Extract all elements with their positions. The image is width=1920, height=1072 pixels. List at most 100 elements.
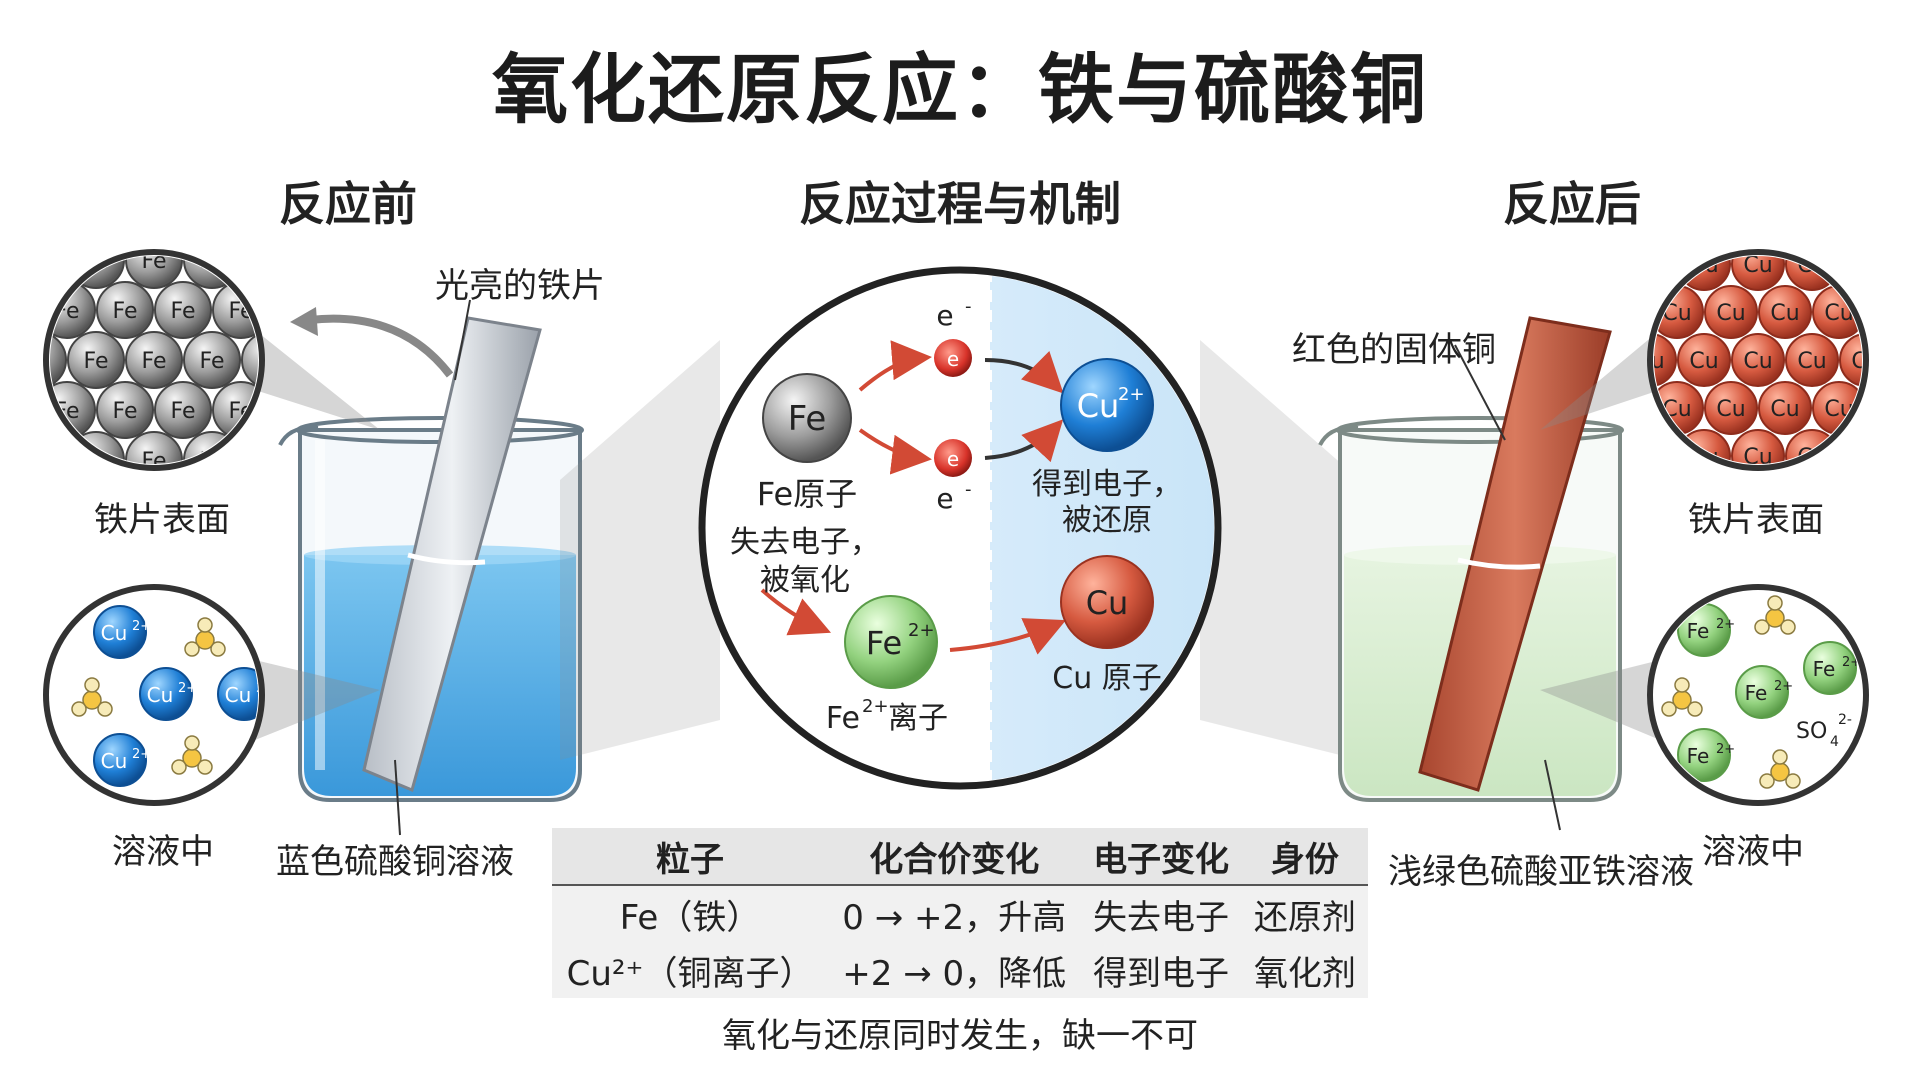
table-cell: Fe（铁） [552,885,829,942]
fe-lattice-atom-label: Fe [0,299,22,324]
cu-lattice-atom [1731,256,1785,291]
fe-lattice-atom [96,381,154,439]
fe-lattice-atom [39,482,95,538]
fe-lattice-atom [125,331,183,389]
iron-strip-label: 光亮的铁片 [435,266,605,306]
cu-lattice-atom [1654,256,1677,291]
cu-lattice-atom [1785,333,1839,387]
table-header: 化合价变化 [828,828,1081,886]
sulfate-subscript: 4 [1830,734,1839,750]
cu-ion-particle-label: Cu [225,683,252,707]
fe-lattice-atom-label: Fe [229,499,254,524]
cu-lattice-atom [1759,190,1811,242]
cu-lattice-atom [1894,238,1920,290]
cu-lattice-atom-label: Cu [1716,397,1745,422]
fe-lattice-atom [50,256,67,289]
fe-lattice-atom-label: Fe [0,199,22,224]
fe-lattice-atom [50,431,67,464]
cu-lattice-atom-label: Cu [1851,253,1880,278]
fe-lattice-atom-label: Fe [142,349,167,374]
fe-lattice-atom-label: Fe [26,449,51,474]
water-molecule [210,641,226,657]
fe-lattice-atom [358,232,414,288]
cu-lattice-atom [1704,285,1758,339]
cu-lattice-atom-label: Cu [1743,445,1772,470]
cu-lattice-atom-label: Cu [1554,205,1583,230]
fe-lattice-atom [155,182,211,238]
fe-lattice-atom [213,182,269,238]
table-cell: 氧化剂 [1241,942,1368,998]
cu-lattice-atom-label: Cu [1878,493,1907,518]
fe-lattice-atom [183,331,241,389]
cu-lattice-atom [1867,478,1919,530]
fe-lattice-atom-label: Fe [403,299,428,324]
fe-lattice-atom-label: Fe [374,349,399,374]
water-molecule [1661,701,1677,717]
table-header: 粒子 [552,828,829,886]
fe-lattice-atom [0,432,8,488]
water-molecule [1785,773,1801,789]
water-molecule [197,759,213,775]
cu-lattice-atom [1516,238,1568,290]
fe-lattice-atom-label: Fe [287,199,312,224]
fe-lattice-atom-label: Fe [171,299,196,324]
cu-atom-symbol: Cu [1086,584,1129,622]
copper-label: 红色的固体铜 [1292,330,1496,370]
blue-solution-label: 蓝色硫酸铜溶液 [276,842,514,882]
water-molecule [184,641,200,657]
fe-lattice-atom [329,182,385,238]
cu-lattice-atom [1894,430,1920,482]
cu-lattice-atom-label: Cu [1527,253,1556,278]
cu-lattice-atom-label: Cu [1716,205,1745,230]
fe-atom-symbol: Fe [788,399,827,439]
fe-lattice-atom [241,331,258,389]
cu-lattice-atom-label: Cu [1770,397,1799,422]
cu-lattice-atom-label: Cu [1635,253,1664,278]
cu-lattice-atom [1867,382,1919,434]
gain-electrons-line2: 被还原 [1062,503,1152,538]
sulfate-charge: 2- [1838,712,1852,728]
cu-lattice-atom-label: Cu [1743,349,1772,374]
fe-ion-particle-label: Fe [1687,619,1710,643]
cu-lattice-atom [1705,190,1757,242]
fe-lattice-atom [0,382,37,438]
cu-lattice-atom-label: Cu [1743,253,1772,278]
water-molecule [1772,749,1788,765]
electron-2 [934,439,972,477]
water-molecule [197,617,213,633]
cu-lattice-atom [1839,429,1862,464]
water-molecule [1759,773,1775,789]
water-molecule [1767,595,1783,611]
table-header-row: 粒子 化合价变化 电子变化 身份 [552,828,1368,886]
fe-lattice-atom-label: Fe [113,299,138,324]
fe-lattice-atom [241,431,258,464]
fe-lattice-atom [0,232,8,288]
cu-lattice-atom [1731,333,1785,387]
fe-ion-particle-charge: 2+ [1716,617,1735,632]
cu-ion-particle-charge: 2+ [256,681,275,696]
summary-table: 粒子 化合价变化 电子变化 身份 Fe（铁） 0 → +2，升高 失去电子 还原… [552,828,1368,998]
water-molecule [1780,619,1796,635]
cu-lattice-atom [1654,429,1677,464]
cu-lattice-atom-label: Cu [1770,205,1799,230]
gain-electrons-line1: 得到电子， [1032,467,1182,502]
cu-lattice-atom [1867,190,1919,242]
cu-lattice-atom-label: Cu [1716,301,1745,326]
right-solution-label: 溶液中 [1702,832,1804,872]
fe-ion-charge: 2+ [908,620,935,641]
fe-lattice-atom-label: Fe [142,249,167,274]
water-molecule [84,677,100,693]
fe-lattice-atom [125,256,183,289]
cu-ion-particle-label: Cu [147,683,174,707]
cu-atom [1060,555,1154,649]
water-molecule [1754,619,1770,635]
fe-lattice-atom-label: Fe [171,199,196,224]
fe-lattice-atom [0,482,37,538]
electron-label-top: e [936,299,953,332]
cu-lattice-atom-label: Cu [1608,301,1637,326]
table-header: 电子变化 [1080,828,1242,886]
cu-ion-particle-label: Cu [101,749,128,773]
table-cell: +2 → 0，降低 [828,942,1081,998]
